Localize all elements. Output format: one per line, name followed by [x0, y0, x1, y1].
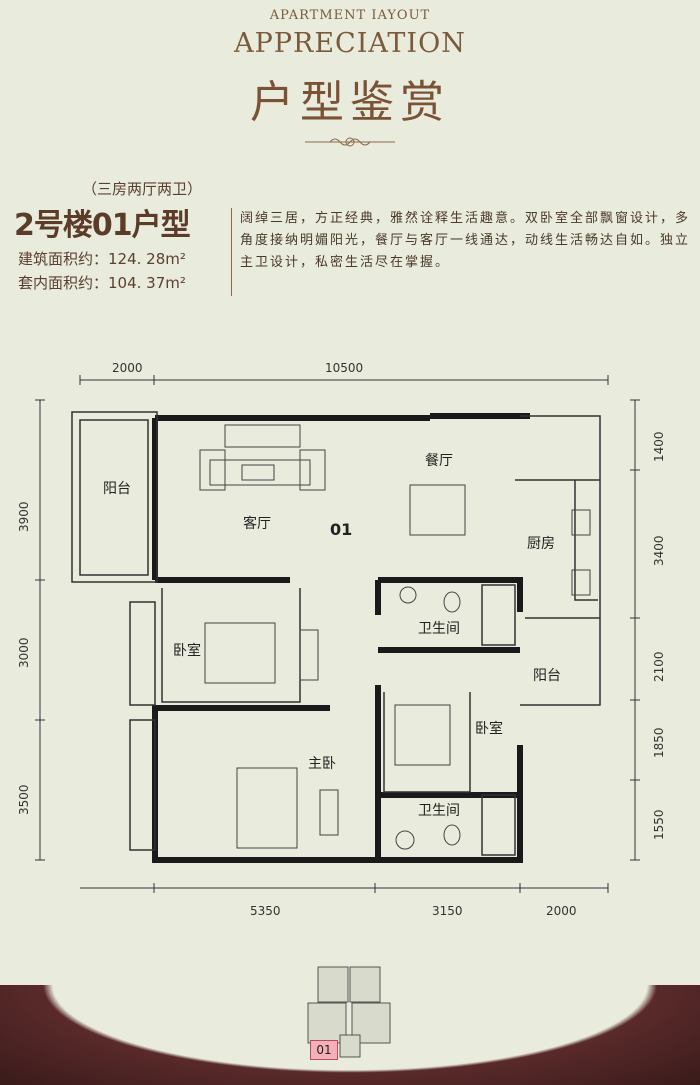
key-plan-label: 01 — [310, 1040, 338, 1060]
building-area: 建筑面积约：124. 28m² — [18, 250, 186, 268]
dim-top-1: 2000 — [112, 361, 143, 375]
room-balcony-2: 阳台 — [533, 668, 561, 684]
dim-bottom-2: 3150 — [432, 904, 463, 918]
room-bath-1: 卫生间 — [418, 621, 460, 637]
room-living: 客厅 — [243, 515, 271, 532]
room-master: 主卧 — [308, 756, 336, 772]
room-bedroom-1: 卧室 — [173, 642, 201, 659]
ornament-icon — [305, 137, 395, 147]
dim-right-5: 1550 — [652, 809, 666, 840]
header-title: APPRECIATION — [234, 28, 466, 59]
unit-model: 2号楼01户型 — [14, 208, 191, 243]
dim-right-2: 3400 — [652, 535, 666, 566]
room-dining: 餐厅 — [425, 453, 453, 469]
room-bath-2: 卫生间 — [418, 803, 460, 819]
dim-left-1: 3900 — [17, 501, 31, 532]
header-subtitle: APARTMENT IAYOUT — [269, 8, 431, 23]
room-kitchen: 厨房 — [527, 536, 555, 552]
dim-top-2: 10500 — [325, 361, 363, 375]
header-cn-title: 户型鉴赏 — [250, 77, 450, 128]
description: 阔绰三居，方正经典，雅然诠释生活趣意。双卧室全部飘窗设计，多角度接纳明媚阳光，餐… — [240, 211, 691, 270]
dim-bottom-3: 2000 — [546, 904, 577, 918]
dim-left-2: 3000 — [17, 637, 31, 668]
key-plan — [307, 966, 391, 1058]
room-bedroom-2: 卧室 — [475, 720, 503, 737]
room-balcony-1: 阳台 — [103, 481, 131, 497]
inner-area: 套内面积约：104. 37m² — [18, 274, 186, 292]
unit-mark: 01 — [330, 520, 352, 539]
divider — [231, 208, 232, 296]
layout-type: （三房两厅两卫） — [82, 180, 203, 198]
dim-left-3: 3500 — [17, 784, 31, 815]
dim-bottom-1: 5350 — [250, 904, 281, 918]
floor-plan: 2000 10500 5350 3150 2000 3900 3000 3500… — [17, 361, 666, 918]
dim-right-4: 1850 — [652, 727, 666, 758]
dim-right-1: 1400 — [652, 431, 666, 462]
dim-right-3: 2100 — [652, 651, 666, 682]
